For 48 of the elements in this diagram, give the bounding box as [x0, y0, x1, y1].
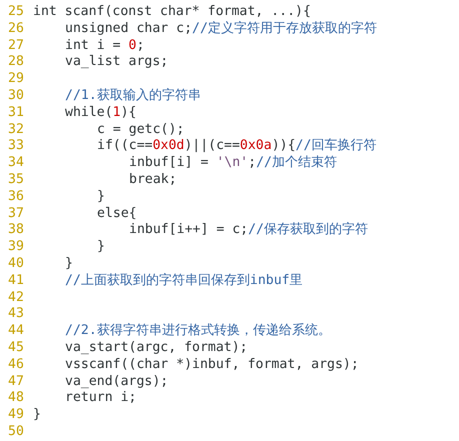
code-line: va_list args;: [65, 54, 168, 72]
line-number: 50: [8, 424, 25, 441]
line-number: 28: [8, 54, 25, 72]
line-number: 32: [8, 122, 25, 138]
code-line: int scanf(const char* format, ...){: [33, 4, 311, 21]
line-number: 49: [8, 407, 25, 424]
line-number: 26: [8, 20, 25, 38]
code-line: return i;: [65, 390, 136, 408]
line-number: 25: [8, 4, 25, 21]
line-number: 46: [8, 356, 25, 374]
line-number: 31: [8, 104, 25, 122]
code-line: va_start(argc, format);: [65, 340, 248, 357]
code-line: }: [97, 188, 105, 206]
line-number: 30: [8, 88, 25, 105]
code-line: unsigned char c;//定义字符用于存放获取的字符: [65, 20, 377, 38]
line-number: 27: [8, 38, 25, 54]
line-number: 37: [8, 206, 25, 222]
line-number: 39: [8, 239, 25, 256]
line-number: 43: [8, 306, 25, 324]
code-line: vsscanf((char *)inbuf, format, args);: [65, 356, 359, 374]
code-line: }: [33, 407, 41, 424]
code-line: while(1){: [65, 104, 136, 122]
code-line: //2.获得字符串进行格式转换，传递给系统。: [65, 323, 331, 340]
line-number: 34: [8, 155, 25, 172]
code-line: }: [65, 256, 73, 273]
line-number: 33: [8, 138, 25, 156]
code-line: //上面获取到的字符串回保存到inbuf里: [65, 272, 303, 290]
line-number: 36: [8, 188, 25, 206]
code-line: c = getc();: [97, 122, 184, 138]
line-number: 40: [8, 256, 25, 273]
code-line: inbuf[i] = '\n';//加个结束符: [129, 155, 337, 172]
line-number: 29: [8, 71, 25, 88]
line-number: 44: [8, 323, 25, 340]
code-line: //1.获取输入的字符串: [65, 88, 201, 105]
code-line: inbuf[i++] = c;//保存获取到的字符: [129, 222, 368, 240]
code-line: va_end(args);: [65, 374, 168, 390]
code-line: if((c==0x0d)||(c==0x0a)){//回车换行符: [97, 138, 376, 155]
code-line: else{: [97, 206, 137, 222]
code-line: int i = 0;: [65, 38, 144, 54]
line-number: 41: [8, 272, 25, 290]
code-line: break;: [129, 172, 177, 189]
line-number: 45: [8, 340, 25, 357]
line-number: 35: [8, 172, 25, 189]
line-number: 42: [8, 290, 25, 306]
code-line: }: [97, 239, 105, 256]
line-number: 47: [8, 374, 25, 390]
line-number: 38: [8, 222, 25, 240]
line-number: 48: [8, 390, 25, 408]
